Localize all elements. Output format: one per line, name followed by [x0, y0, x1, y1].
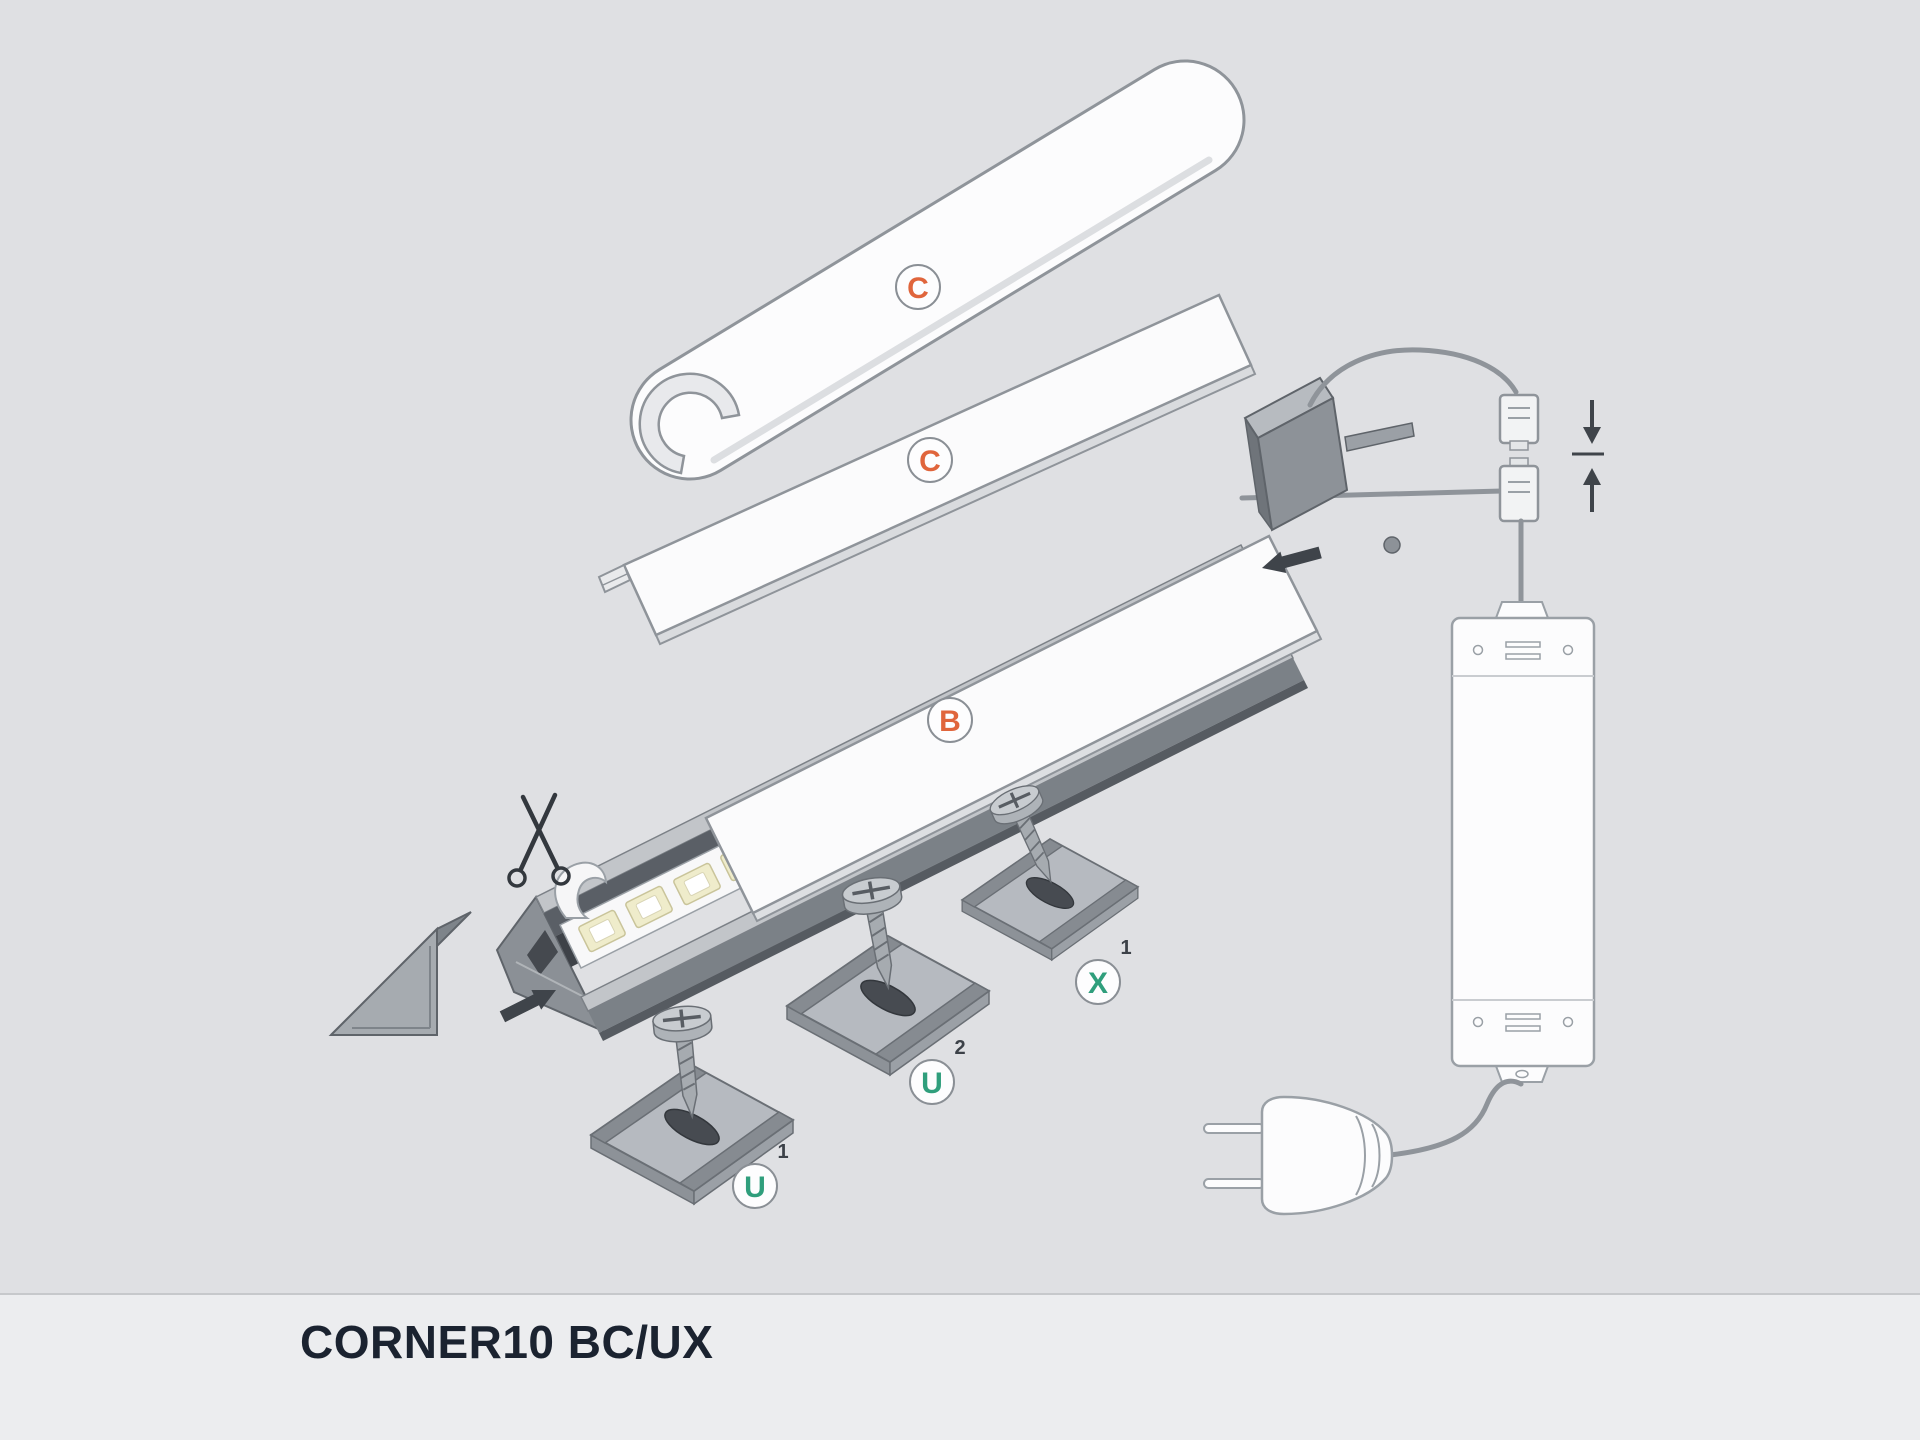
label-flat-cover: C [919, 445, 941, 478]
round-cover-end-section [638, 372, 741, 475]
footer-background [0, 1294, 1920, 1440]
psu-screw-hole [1562, 1016, 1574, 1028]
connector-down-arrow [1583, 400, 1601, 444]
bracket-arm [1344, 422, 1415, 452]
label-clip-x1: X [1088, 967, 1108, 1000]
led-chip-die [683, 872, 711, 896]
slide-left-arrow [1262, 546, 1322, 573]
psu-vent-slot [1505, 1013, 1541, 1020]
led-chip [673, 862, 721, 906]
profile-bottom-lip [599, 680, 1308, 1041]
mounting-bracket [1243, 376, 1415, 554]
plug-mains-cable [1387, 1078, 1524, 1158]
connector-bottom-contacts [1508, 481, 1530, 493]
connector-plug-bottom [1498, 464, 1540, 523]
psu-top-vents [1472, 641, 1574, 660]
connector-up-arrow [1583, 468, 1601, 512]
label-circle-clip-u1 [732, 1163, 778, 1209]
end-cap-inner-step [352, 946, 431, 1029]
psu-bottom-vents [1472, 1013, 1574, 1032]
plug-grip-ridges [1355, 1115, 1381, 1196]
label-profile-cover: B [939, 705, 961, 738]
down-arrow-head [1583, 427, 1601, 444]
power-supply [1450, 601, 1596, 1083]
psu-vent-slot [1505, 1025, 1541, 1032]
end-cap [328, 911, 472, 1036]
part-labels: C C B U 1 U 2 X 1 [732, 264, 1132, 1209]
flat-cover-end-hook [597, 563, 632, 594]
round-cover-shading [710, 156, 1213, 464]
psu-screw-hole [1562, 644, 1574, 656]
scissors-ring [551, 866, 571, 886]
psu-top-tab [1494, 601, 1550, 619]
label-circle-clip-u2 [909, 1059, 955, 1105]
bracket-cable [1307, 347, 1519, 408]
label-circle-flat-cover [907, 437, 953, 483]
profile-end-notch [527, 930, 558, 975]
bracket-peg [1383, 536, 1401, 554]
end-cap-insert-arrow [499, 990, 556, 1023]
scissors-blades [518, 792, 560, 872]
profile-end-step [515, 961, 587, 999]
connector-nub-top [1509, 440, 1529, 451]
label-clip-u1-sup: 1 [777, 1141, 788, 1163]
round-cover [629, 59, 1246, 481]
end-cap-side-face [328, 926, 438, 1036]
up-arrow-head [1583, 468, 1601, 485]
label-clip-u2: U [921, 1067, 943, 1100]
product-title: CORNER10 BC/UX [300, 1316, 713, 1368]
profile-cover-sheet [704, 534, 1323, 923]
led-chip-die [635, 895, 663, 919]
psu-screw-hole [1472, 1016, 1484, 1028]
profile-front-wall [588, 658, 1304, 1033]
flat-cover-end-line [602, 573, 628, 586]
psu-bottom-tab [1494, 1065, 1550, 1083]
connector-top-contacts [1508, 407, 1530, 419]
cover-sheet-top [704, 534, 1319, 915]
psu-vent-slot [1505, 653, 1541, 660]
label-clip-u1: U [744, 1171, 766, 1204]
label-circle-profile-cover [927, 697, 973, 743]
scissors-icon [507, 792, 571, 888]
connector-assembly [1307, 347, 1604, 607]
led-chip-die [588, 919, 616, 943]
round-cover-body [632, 62, 1243, 478]
psu-vent-slot [1505, 641, 1541, 648]
label-clip-u2-sup: 2 [954, 1037, 965, 1059]
scissors-ring [507, 868, 527, 888]
profile-end-face [495, 895, 606, 1034]
psu-screw-hole [1472, 644, 1484, 656]
led-chip [578, 909, 626, 953]
led-chip [625, 885, 673, 929]
power-plug [1203, 1078, 1524, 1216]
label-clip-x1-sup: 1 [1120, 937, 1131, 959]
bracket-front-face [1256, 396, 1349, 532]
plug-pin [1203, 1123, 1265, 1134]
label-circle-round-cover [895, 264, 941, 310]
label-round-cover: C [907, 272, 929, 305]
plug-pin [1203, 1178, 1265, 1189]
psu-bottom-tab-hole [1515, 1069, 1529, 1079]
plug-body [1260, 1095, 1394, 1216]
label-circle-clip-x1 [1075, 959, 1121, 1005]
psu-body [1450, 616, 1596, 1068]
